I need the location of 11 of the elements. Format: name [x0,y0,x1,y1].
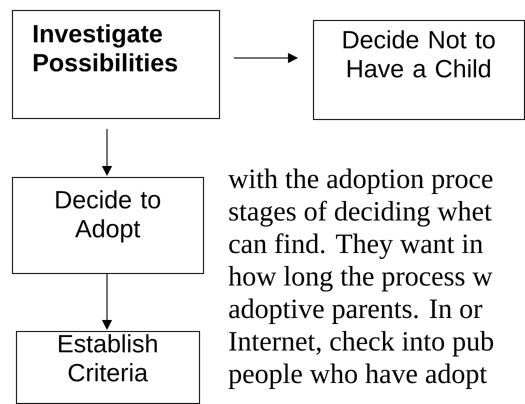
paragraph-line: people who have adopt [228,364,487,389]
process-box: Decide to Adopt [12,177,204,274]
paragraph-line: stages of deciding whet [229,200,492,227]
paragraph-line: with the adoption proce [228,168,492,194]
process-box: Establish Criteria [16,331,200,404]
process-box: Decide Not to Have a Child [313,20,525,120]
paragraph-line: Internet, check into pub [229,331,494,356]
paragraph-line: how long the process w [228,266,492,292]
paragraph-line: can find. They want in [229,233,483,260]
paragraph-line: adoptive parents. In or [229,298,482,324]
process-box: Investigate Possibilities [12,10,220,119]
